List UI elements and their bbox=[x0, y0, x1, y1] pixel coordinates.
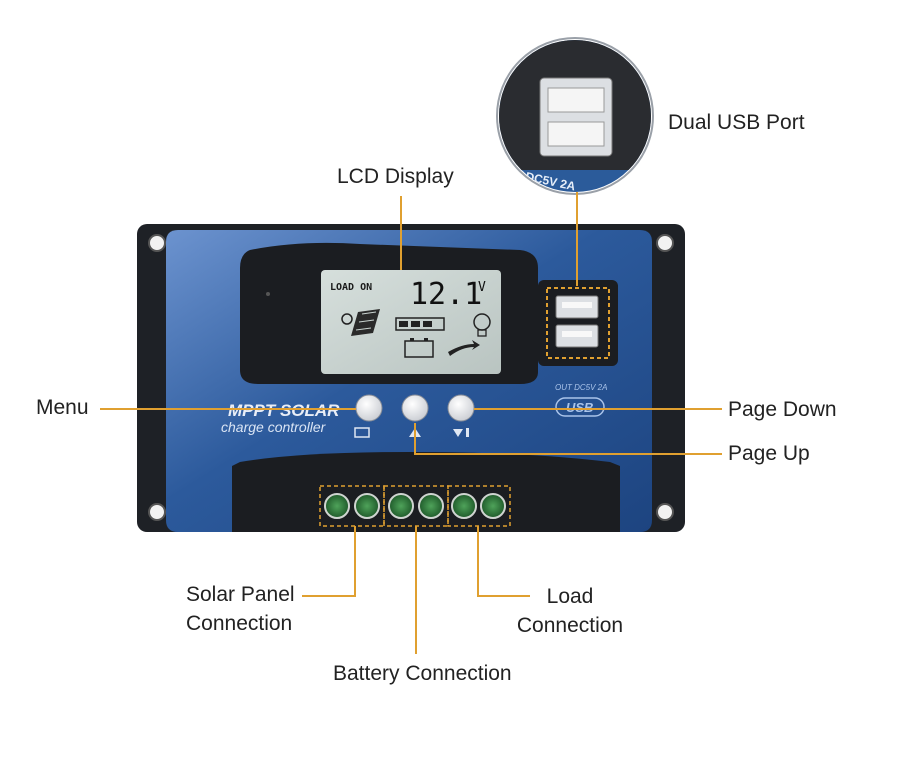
sensor-dot bbox=[266, 292, 270, 296]
load-callout-line bbox=[477, 526, 530, 597]
load-label-line2: Connection bbox=[516, 614, 624, 637]
usb-zoom-inset: UT DC5V 2A bbox=[496, 37, 654, 195]
usb-rating-label: OUT DC5V 2A bbox=[555, 383, 607, 392]
load-connection-label: Load Connection bbox=[510, 582, 630, 640]
battery-terminals bbox=[383, 485, 449, 527]
load-terminals bbox=[447, 485, 511, 527]
lcd-status-text: LOAD ON bbox=[330, 282, 372, 293]
usb-badge: USB bbox=[555, 397, 605, 417]
usb-port-panel bbox=[538, 280, 618, 366]
page-up-label: Page Up bbox=[728, 442, 810, 465]
solar-callout-line bbox=[302, 526, 356, 597]
terminal-block bbox=[232, 452, 620, 532]
mount-hole-bottom-left bbox=[148, 503, 166, 521]
mount-hole-top-right bbox=[656, 234, 674, 252]
lcd-display-label: LCD Display bbox=[337, 165, 454, 188]
brand-subtitle: charge controller bbox=[221, 419, 327, 435]
solar-label-line2: Connection bbox=[186, 612, 293, 635]
page-up-callout-line bbox=[414, 423, 722, 455]
lcd-battery-icon bbox=[404, 338, 434, 358]
lcd-voltage-readout: 12.1 bbox=[410, 277, 482, 312]
load-label-line1: Load bbox=[546, 585, 594, 608]
lcd-unit-text: V bbox=[478, 280, 486, 295]
lcd-screen: LOAD ON 12.1 V bbox=[321, 270, 501, 374]
brand-title: MPPT SOLAR bbox=[228, 401, 340, 420]
mount-hole-bottom-right bbox=[656, 503, 674, 521]
mount-hole-top-left bbox=[148, 234, 166, 252]
lcd-flow-arrow-icon bbox=[448, 340, 480, 356]
usb-badge-text: USB bbox=[566, 400, 593, 415]
page-down-label: Page Down bbox=[728, 398, 837, 421]
menu-button[interactable] bbox=[354, 394, 383, 438]
callout-lines bbox=[100, 192, 722, 654]
page-up-button[interactable] bbox=[401, 394, 429, 437]
lcd-bulb-icon bbox=[473, 313, 491, 337]
battery-connection-label: Battery Connection bbox=[333, 662, 512, 685]
menu-label: Menu bbox=[36, 396, 89, 419]
solar-panel-connection-label: Solar Panel Connection bbox=[186, 580, 295, 638]
dual-usb-port-label: Dual USB Port bbox=[668, 111, 805, 134]
solar-terminals bbox=[319, 485, 385, 527]
lcd-solar-panel-icon bbox=[341, 309, 380, 336]
solar-label-line1: Solar Panel bbox=[186, 583, 295, 606]
lcd-battery-level-icon bbox=[395, 317, 445, 331]
